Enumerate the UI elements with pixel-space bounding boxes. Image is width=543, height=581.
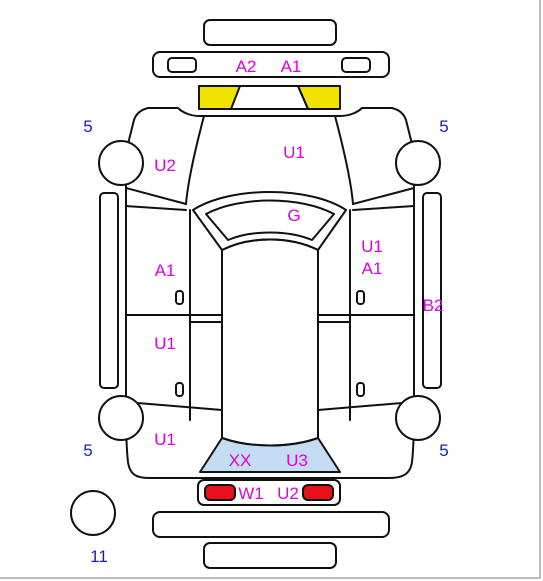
count-rear-right: 5 [439,441,448,460]
label-windshield: G [287,206,300,225]
hood-panel-right [334,115,354,205]
fender-left-line [125,187,187,205]
door-line-right-bottom [317,401,415,411]
wheel-rear-right [395,395,441,441]
label-front-bumper-left: A2 [236,57,257,76]
windshield-inner [205,199,335,241]
label-rear-glass-right: U3 [286,451,308,470]
label-front-bumper-right: A1 [281,57,302,76]
label-hood: U1 [283,143,305,162]
front-fog-lamp-left [167,57,197,73]
label-right-front-door-1: U1 [361,237,383,256]
wheel-front-right [395,140,441,186]
label-rear-lamp-left: W1 [238,484,264,503]
label-left-rear-fender: U1 [154,430,176,449]
door-handle-right-rear [356,382,365,397]
headlight-right [297,85,341,110]
count-front-left: 5 [83,117,92,136]
roof [221,238,319,447]
sill-left [99,192,119,389]
label-rear-lamp-right: U2 [277,484,299,503]
door-handle-left-front [175,290,184,305]
rear-bumper [152,511,390,538]
door-line-right-top [352,205,415,211]
front-guard-bar [203,19,337,46]
label-right-sill: B2 [423,296,444,315]
door-handle-left-rear [175,382,184,397]
fender-right-line [352,187,415,205]
door-handle-right-front [356,290,365,305]
label-right-front-door-2: A1 [362,259,383,278]
wheel-rear-left [98,395,144,441]
label-left-rear-door: U1 [154,334,176,353]
grille [230,85,309,110]
rear-guard-bar [203,542,337,569]
spare-wheel [70,490,116,536]
count-spare: 11 [90,547,108,566]
rear-lamp-left [204,484,236,501]
headlight-left [198,85,241,110]
hood-panel [185,115,205,205]
rear-lamp-right [302,484,334,501]
label-rear-glass-left: XX [229,451,252,470]
door-line-left-bottom [125,401,223,411]
front-fog-lamp-right [341,57,371,73]
front-bumper [152,51,390,78]
label-left-front-fender: U2 [154,156,176,175]
door-line-left-top [125,205,187,211]
rear-glass [199,437,341,473]
rear-lamp-strip [197,479,341,506]
body-outline [125,107,415,479]
label-left-front-door: A1 [155,261,176,280]
wheel-front-left [98,140,144,186]
count-front-right: 5 [439,117,448,136]
count-rear-left: 5 [83,441,92,460]
sill-right [422,192,442,389]
